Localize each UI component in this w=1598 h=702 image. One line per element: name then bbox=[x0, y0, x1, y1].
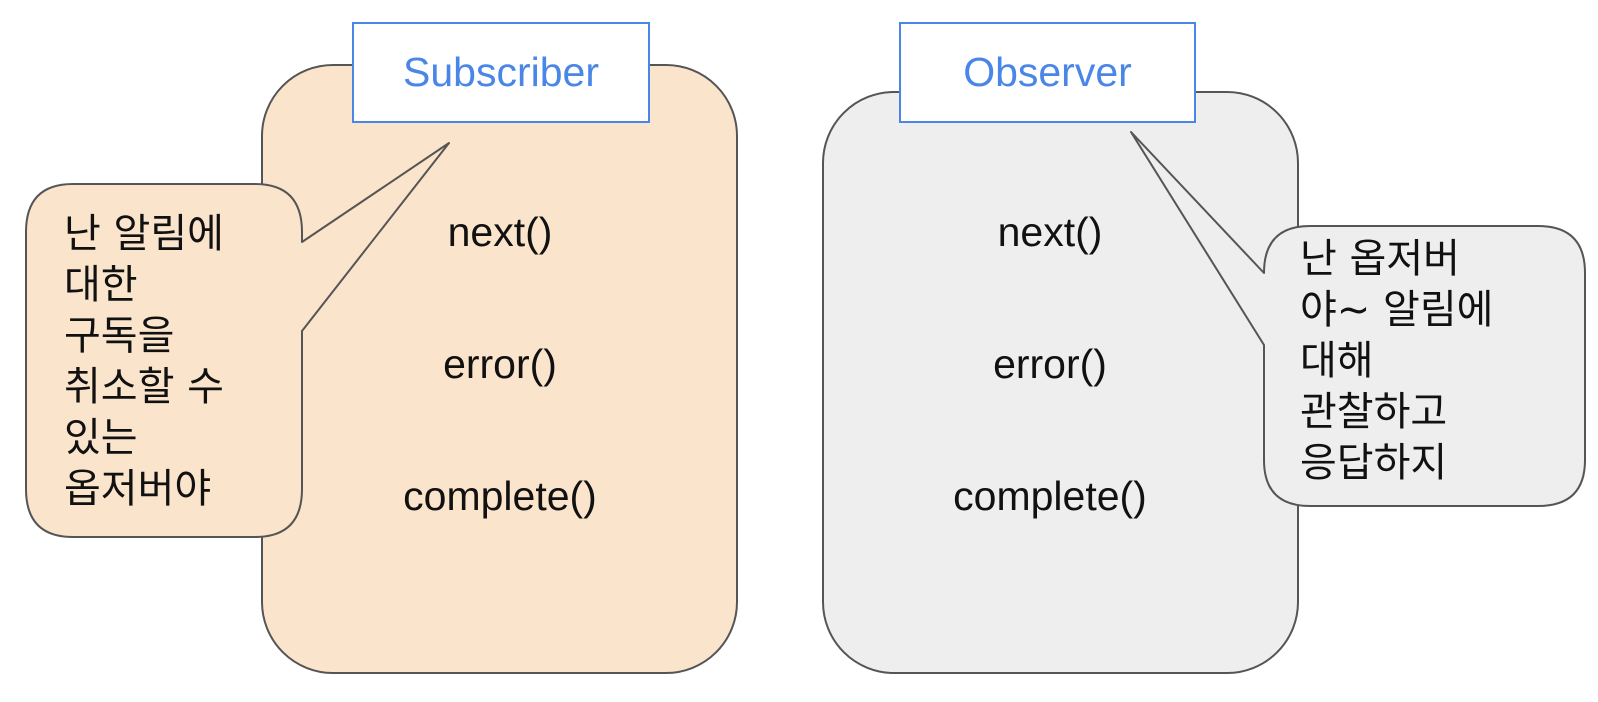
subscriber-title-box: Subscriber bbox=[352, 22, 650, 123]
observer-callout-text: 난 옵저버 야~ 알림에 대해 관찰하고 응답하지 bbox=[1300, 236, 1494, 486]
observer-method-complete: complete() bbox=[953, 473, 1147, 519]
subscriber-method-next: next() bbox=[447, 209, 553, 255]
observer-card bbox=[822, 91, 1299, 674]
subscriber-title: Subscriber bbox=[403, 49, 599, 95]
subscriber-method-complete: complete() bbox=[403, 473, 597, 519]
subscriber-method-error: error() bbox=[443, 341, 557, 387]
observer-method-error: error() bbox=[993, 341, 1107, 387]
subscriber-callout-text: 난 알림에 대한 구독을 취소할 수 있는 옵저버야 bbox=[64, 211, 224, 512]
observer-method-next: next() bbox=[997, 209, 1103, 255]
subscriber-callout-bubble bbox=[25, 142, 450, 538]
observer-callout-bubble bbox=[1130, 131, 1586, 507]
observer-title-box: Observer bbox=[899, 22, 1196, 123]
observer-title: Observer bbox=[963, 49, 1132, 95]
subscriber-card bbox=[261, 64, 738, 674]
